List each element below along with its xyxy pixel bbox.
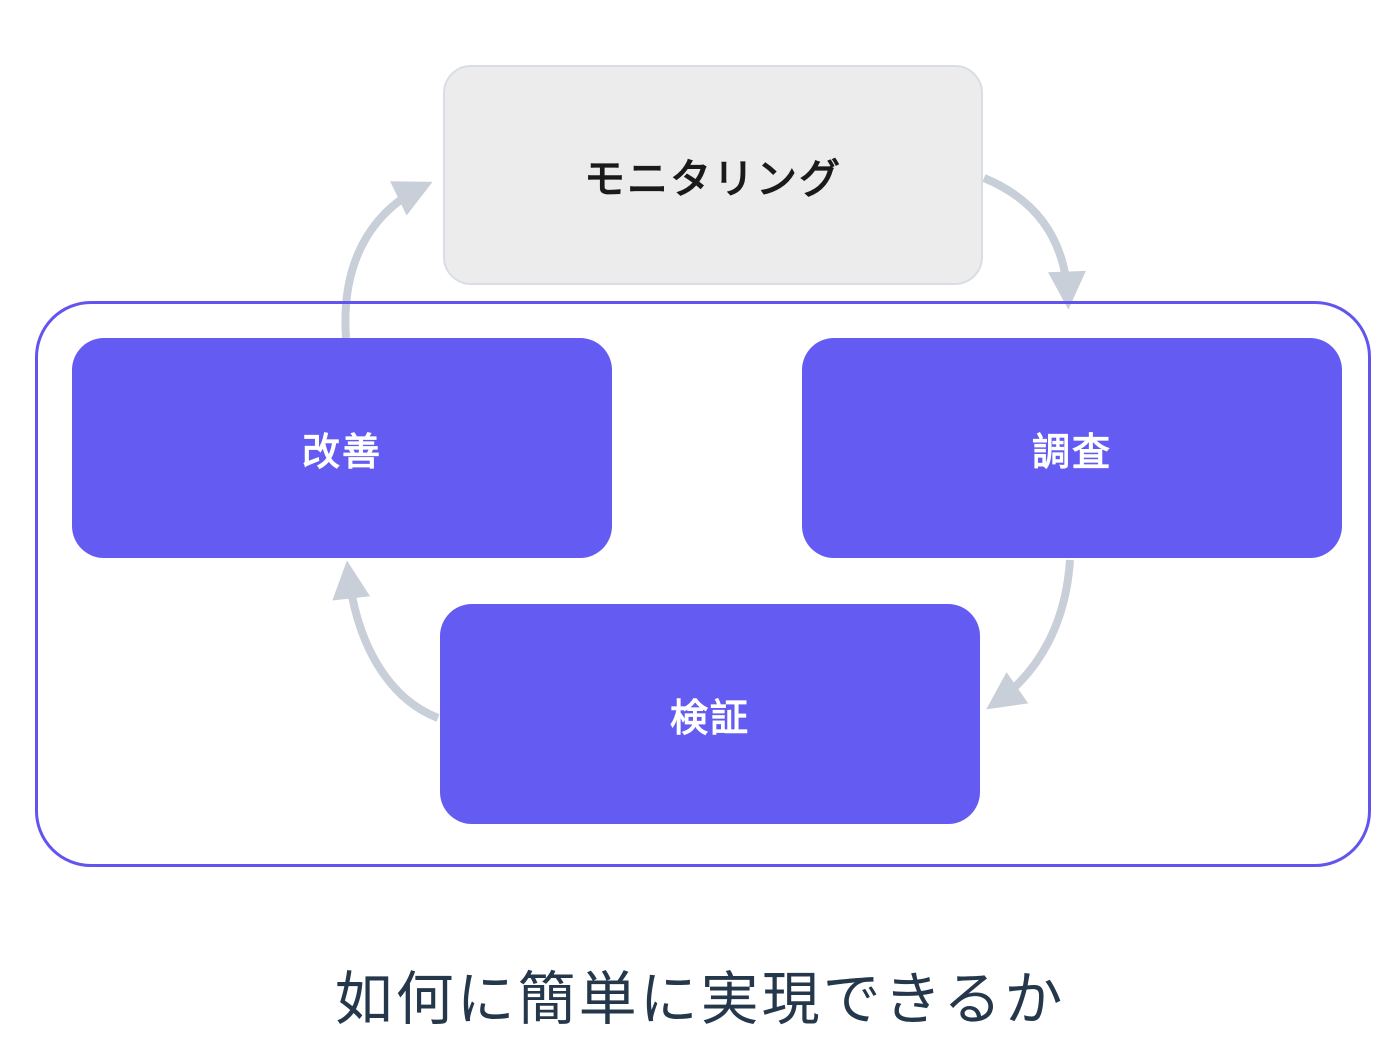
- node-monitoring: モニタリング: [443, 65, 983, 285]
- arrow-improve-to-monitoring: [341, 181, 433, 339]
- node-investigate: 調査: [802, 338, 1342, 558]
- node-verify: 検証: [440, 604, 980, 824]
- node-verify-label: 検証: [669, 697, 750, 740]
- node-improve-label: 改善: [301, 431, 382, 474]
- arrow-monitoring-to-investigate: [982, 174, 1086, 310]
- arrow-investigate-to-verify: [986, 559, 1074, 710]
- node-investigate-label: 調査: [1031, 431, 1112, 474]
- cycle-container-outline: [35, 301, 1371, 867]
- node-improve: 改善: [72, 338, 612, 558]
- node-monitoring-label: モニタリング: [584, 156, 842, 202]
- arrow-verify-to-improve: [332, 560, 440, 722]
- diagram-caption: 如何に簡単に実現できるか: [334, 967, 1066, 1032]
